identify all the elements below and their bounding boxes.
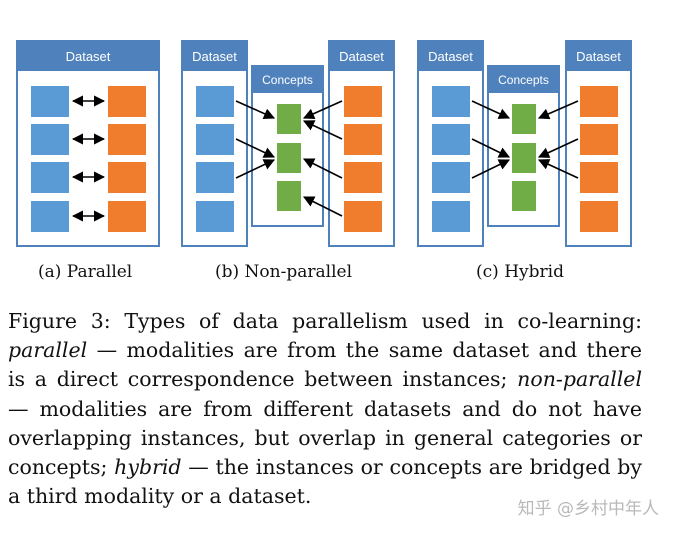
concept-green bbox=[277, 181, 301, 211]
arrow bbox=[302, 100, 343, 119]
caption-text: overlapping instances, but overlap in ge… bbox=[8, 425, 642, 450]
right-dataset-header bbox=[566, 41, 631, 71]
concept-green bbox=[512, 143, 536, 173]
concepts-label: Concepts bbox=[262, 73, 313, 87]
caption-line: Figure 3: Types of data parallelism used… bbox=[8, 307, 642, 336]
left-dataset-header bbox=[182, 41, 247, 71]
caption-text: a third modality or a dataset. bbox=[8, 484, 312, 509]
instance-orange bbox=[108, 124, 146, 155]
co-learning-figure: Dataset Dataset Concepts Dataset bbox=[16, 40, 632, 247]
arrow bbox=[471, 100, 511, 119]
subcaption-a: (a) Parallel bbox=[38, 262, 133, 282]
arrows bbox=[235, 100, 343, 217]
instance-blue bbox=[31, 86, 69, 117]
dataset-label: Dataset bbox=[66, 49, 111, 64]
instance-blue bbox=[196, 162, 234, 193]
subcaption-c: (c) Hybrid bbox=[476, 262, 564, 282]
caption-text: — modalities are from the same dataset a… bbox=[87, 338, 642, 363]
instance-blue bbox=[432, 86, 470, 117]
instance-blue bbox=[196, 86, 234, 117]
arrow bbox=[302, 120, 343, 140]
instance-orange bbox=[344, 86, 382, 117]
instance-blue bbox=[432, 162, 470, 193]
instance-rows bbox=[31, 86, 146, 232]
caption-text: concepts; bbox=[8, 455, 115, 480]
instance-orange bbox=[580, 201, 618, 232]
figure-caption: Figure 3: Types of data parallelism used… bbox=[8, 307, 642, 511]
arrow bbox=[537, 100, 579, 120]
caption-text: is a direct correspondence between insta… bbox=[8, 367, 518, 392]
watermark: 知乎 @乡村中年人 bbox=[517, 499, 659, 519]
instance-blue bbox=[31, 162, 69, 193]
term-parallel: parallel bbox=[8, 338, 88, 363]
right-dataset-label: Dataset bbox=[339, 49, 384, 64]
concept-green bbox=[512, 104, 536, 134]
caption-line: — modalities are from different datasets… bbox=[8, 395, 642, 424]
instance-blue bbox=[432, 124, 470, 155]
concept-green bbox=[277, 104, 301, 134]
arrow bbox=[235, 159, 276, 179]
term-non-parallel: non-parallel bbox=[517, 367, 642, 392]
term-hybrid: hybrid bbox=[114, 455, 182, 480]
arrow bbox=[537, 138, 579, 158]
arrow bbox=[471, 138, 511, 158]
arrow bbox=[302, 158, 343, 179]
instance-blue bbox=[196, 124, 234, 155]
instance-orange bbox=[580, 162, 618, 193]
instance-orange bbox=[344, 162, 382, 193]
left-dataset-label: Dataset bbox=[192, 49, 237, 64]
caption-text: — the instances or concepts are bridged … bbox=[181, 455, 642, 480]
instance-orange bbox=[580, 86, 618, 117]
subcaption-b: (b) Non-parallel bbox=[215, 262, 353, 282]
instance-blue bbox=[31, 201, 69, 232]
instance-orange bbox=[108, 162, 146, 193]
instance-orange bbox=[580, 124, 618, 155]
arrow bbox=[235, 100, 276, 119]
instance-orange bbox=[108, 201, 146, 232]
caption-text: — modalities are from different datasets… bbox=[8, 396, 642, 421]
arrow bbox=[537, 159, 579, 179]
caption-line: is a direct correspondence between insta… bbox=[8, 365, 642, 394]
instance-blue bbox=[432, 201, 470, 232]
left-dataset-header bbox=[418, 41, 483, 71]
instance-blue bbox=[31, 124, 69, 155]
arrow bbox=[302, 196, 343, 217]
concepts-header bbox=[252, 66, 323, 93]
right-dataset-label: Dataset bbox=[576, 49, 621, 64]
panel-c-hybrid: Dataset Concepts Dataset bbox=[417, 40, 632, 247]
arrow bbox=[471, 159, 511, 179]
left-dataset-label: Dataset bbox=[428, 49, 473, 64]
concept-green bbox=[277, 143, 301, 173]
instance-orange bbox=[344, 201, 382, 232]
caption-line: a third modality or a dataset. bbox=[8, 482, 642, 511]
panel-a-parallel: Dataset bbox=[16, 40, 160, 247]
caption-line: parallel — modalities are from the same … bbox=[8, 336, 642, 365]
arrows bbox=[471, 100, 579, 179]
instance-blue bbox=[196, 201, 234, 232]
panel-b-non-parallel: Dataset Concepts Dataset bbox=[181, 40, 395, 247]
instance-orange bbox=[344, 124, 382, 155]
concepts-label: Concepts bbox=[498, 73, 549, 87]
right-dataset-header bbox=[329, 41, 394, 71]
concepts-header bbox=[488, 66, 559, 93]
caption-text: Figure 3: Types of data parallelism used… bbox=[8, 309, 642, 333]
dataset-header bbox=[17, 41, 159, 71]
instance-orange bbox=[108, 86, 146, 117]
concept-green bbox=[512, 181, 536, 211]
caption-line: overlapping instances, but overlap in ge… bbox=[8, 424, 642, 453]
caption-line: concepts; hybrid — the instances or conc… bbox=[8, 453, 642, 482]
arrow bbox=[235, 138, 276, 158]
